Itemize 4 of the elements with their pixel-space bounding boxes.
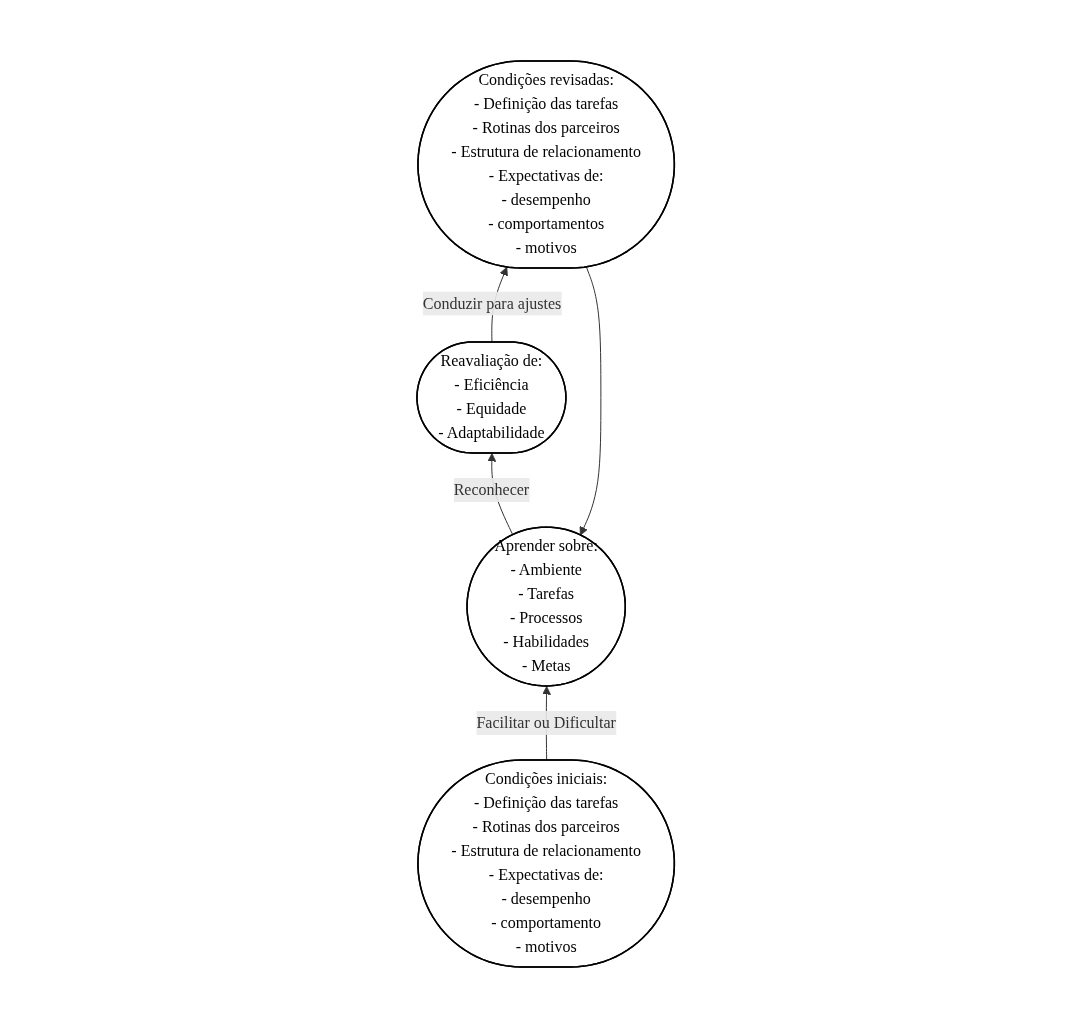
arrow [579, 266, 602, 536]
edge-label: Conduzir para ajustes [423, 294, 562, 312]
edge-label: Facilitar ou Dificultar [476, 713, 617, 731]
edge-label: Reconhecer [454, 480, 530, 498]
